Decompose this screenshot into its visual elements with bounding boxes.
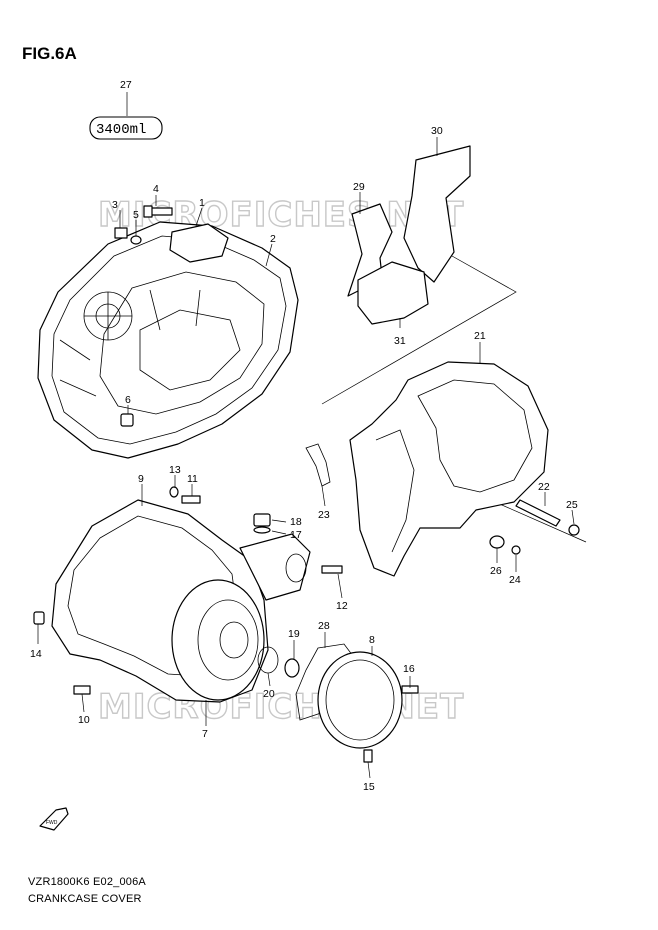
callout-13: 13 [169,464,181,476]
callout-11: 11 [187,473,198,485]
washer-part-5 [130,235,142,245]
bolt-part-3 [114,227,128,239]
o-ring-part-17 [253,526,271,534]
cap-part-25 [568,524,580,536]
callout-1: 1 [199,197,205,209]
callout-10: 10 [78,714,90,726]
pin-part-22 [515,499,561,527]
section-name: CRANKCASE COVER [28,893,142,905]
callout-7: 7 [202,728,208,740]
callout-29: 29 [353,181,365,193]
callout-16: 16 [403,663,415,675]
callout-20: 20 [263,688,275,700]
washer-part-24 [511,545,521,555]
bolt-part-11 [181,495,201,504]
callout-5: 5 [133,209,139,221]
dowel-pin-part-6 [120,413,134,427]
plug-part-18 [253,513,271,527]
washer-part-13 [169,486,179,498]
bolt-part-10 [73,685,91,695]
dowel-part-14 [33,611,45,625]
callout-24: 24 [509,574,521,586]
callout-26: 26 [490,565,502,577]
oil-capacity-text: 3400ml [96,122,146,138]
callout-leaders [37,137,575,779]
outer-cover-part-21 [349,361,549,577]
callout-8: 8 [369,634,375,646]
callout-12: 12 [336,600,348,612]
bolt-part-15 [363,749,373,763]
cover-part-8 [317,651,403,749]
model-code: VZR1800K6 E02_006A [28,876,146,888]
callout-2: 2 [270,233,276,245]
callout-27: 27 [120,79,132,91]
figure-title: FIG.6A [22,44,77,63]
callout-21: 21 [474,330,486,342]
plate-part-30 [403,145,471,283]
callout-31: 31 [394,335,406,347]
bolt-part-4 [143,205,173,218]
callout-15: 15 [363,781,375,793]
crankcase-cover-inner-part-7 [51,499,311,703]
plug-part-19 [284,658,300,678]
bolt-part-12 [321,565,343,574]
cover-boss-part-1 [169,223,229,263]
callout-6: 6 [125,394,131,406]
callout-4: 4 [153,183,159,195]
callout-22: 22 [538,481,550,493]
grommet-part-26 [489,535,505,549]
plate-part-31 [357,261,429,325]
callout-25: 25 [566,499,578,511]
callout-17: 17 [290,529,302,541]
oil-capacity-spec-box: 3400ml [89,92,163,140]
fwd-label: FWD [46,820,58,826]
callout-23: 23 [318,509,330,521]
clip-part-23 [305,443,331,487]
callout-14: 14 [30,648,42,660]
callout-18: 18 [290,516,302,528]
forward-direction-arrow: FWD [39,807,69,831]
crankcase-cover-outer-part-2 [37,221,299,459]
callout-19: 19 [288,628,300,640]
callout-numbers: 27 30 29 4 3 5 1 2 31 6 21 9 13 11 18 17… [30,79,578,793]
callout-3: 3 [112,199,118,211]
callout-9: 9 [138,473,144,485]
callout-30: 30 [431,125,443,137]
callout-28: 28 [318,620,330,632]
